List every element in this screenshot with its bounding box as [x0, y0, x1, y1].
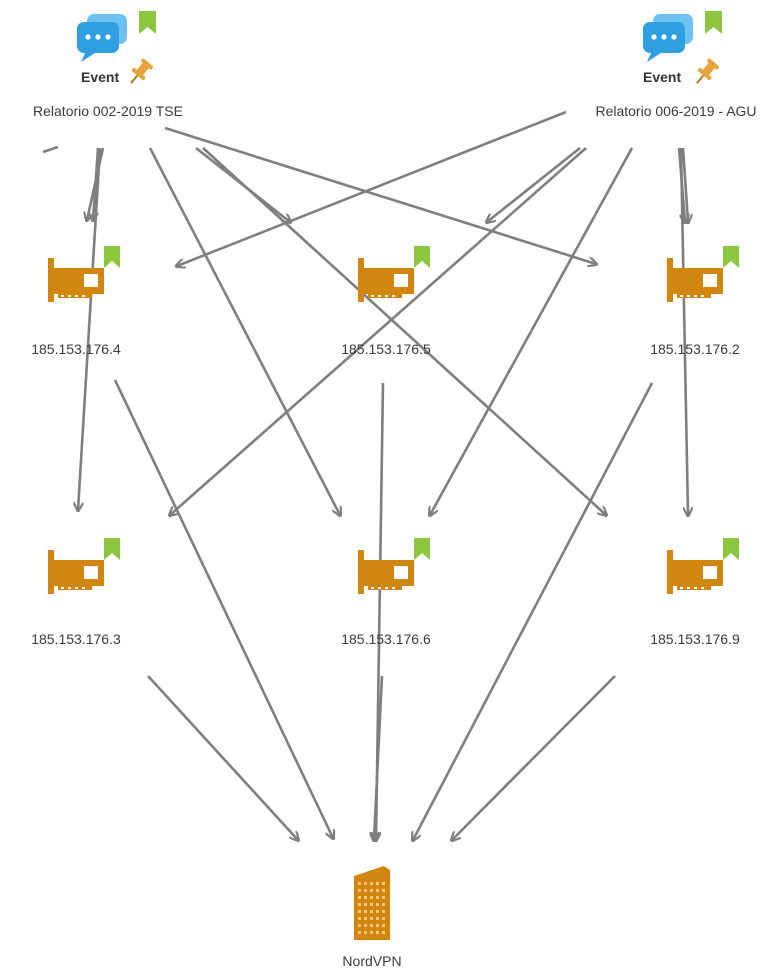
ip-node-185-153-176-5[interactable]: 185.153.176.5 [341, 246, 431, 357]
network-card-icon [48, 550, 104, 594]
edge[interactable] [177, 110, 567, 266]
edge[interactable] [170, 147, 587, 515]
edge[interactable] [78, 147, 102, 510]
network-card-icon [358, 258, 414, 302]
edge[interactable] [487, 146, 581, 222]
ip-node-label: 185.153.176.6 [341, 631, 431, 647]
event-node-relatorio-006[interactable]: Event Relatorio 006-2019 - AGU [595, 11, 757, 119]
network-card-icon [358, 550, 414, 594]
bookmark-icon [414, 538, 430, 560]
edge[interactable] [147, 675, 298, 840]
edge[interactable] [93, 147, 100, 220]
edge[interactable] [148, 147, 340, 515]
bookmark-icon [414, 246, 430, 268]
ip-node-185-153-176-9[interactable]: 185.153.176.9 [650, 538, 740, 647]
ip-node-185-153-176-2[interactable]: 185.153.176.2 [650, 246, 740, 357]
ip-node-label: 185.153.176.9 [650, 631, 740, 647]
bookmark-icon [723, 246, 739, 268]
edge[interactable] [452, 675, 616, 840]
edge[interactable] [374, 675, 384, 840]
org-node-label: NordVPN [342, 953, 401, 969]
ip-node-label: 185.153.176.5 [341, 341, 431, 357]
edge[interactable] [679, 147, 688, 515]
bookmark-icon [104, 246, 120, 268]
event-chat-icon [77, 14, 127, 62]
building-icon [354, 866, 390, 940]
edge[interactable] [413, 382, 654, 840]
event-node-label: Relatorio 006-2019 - AGU [595, 103, 756, 119]
ip-node-185-153-176-4[interactable]: 185.153.176.4 [31, 246, 121, 357]
edge[interactable] [681, 147, 688, 222]
ip-node-label: 185.153.176.3 [31, 631, 121, 647]
bookmark-icon [705, 11, 722, 34]
pin-icon [130, 58, 154, 84]
event-chat-icon [643, 14, 693, 62]
edge[interactable] [113, 379, 333, 838]
pin-icon [696, 58, 720, 84]
ip-node-185-153-176-6[interactable]: 185.153.176.6 [341, 538, 431, 647]
network-card-icon [667, 550, 723, 594]
bookmark-icon [104, 538, 120, 560]
edge[interactable] [164, 126, 596, 264]
bookmark-icon [139, 11, 156, 34]
edge-layer [42, 110, 688, 840]
event-node-relatorio-002[interactable]: Event Relatorio 002-2019 TSE [33, 11, 183, 119]
ip-node-label: 185.153.176.4 [31, 341, 121, 357]
edge[interactable] [202, 147, 606, 515]
bookmark-icon [723, 538, 739, 560]
event-node-label: Relatorio 002-2019 TSE [33, 103, 183, 119]
event-badge-text: Event [81, 69, 119, 85]
ip-node-label: 185.153.176.2 [650, 341, 740, 357]
org-node-nordvpn[interactable]: NordVPN [342, 866, 402, 969]
network-card-icon [48, 258, 104, 302]
event-badge-text: Event [643, 69, 681, 85]
edge[interactable] [42, 145, 59, 154]
edge[interactable] [430, 147, 634, 515]
network-card-icon [667, 258, 723, 302]
ip-node-185-153-176-3[interactable]: 185.153.176.3 [31, 538, 121, 647]
